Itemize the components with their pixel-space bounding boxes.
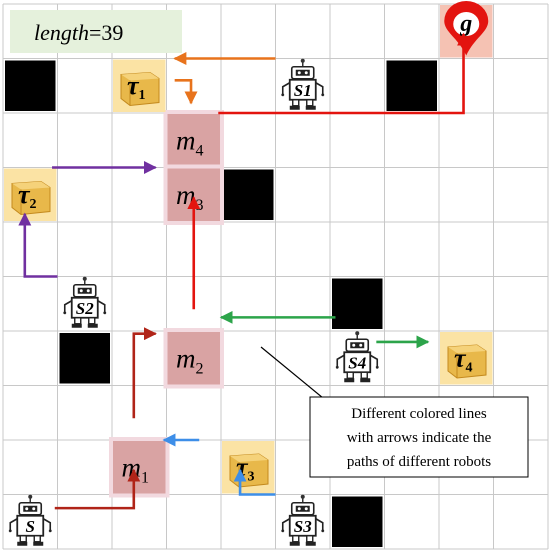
callout-line-3: paths of different robots <box>347 454 491 470</box>
robot-label-S: S <box>26 517 35 536</box>
robot-icon-S4 <box>335 331 379 383</box>
goal-label: g <box>459 11 472 37</box>
waypoint-label-m4: m4 <box>176 125 204 159</box>
callout-box <box>309 396 529 478</box>
waypoint-label-m2: m2 <box>176 343 204 377</box>
waypoint-cell-m4 <box>167 114 220 167</box>
task-label-tau2: τ2 <box>18 180 37 212</box>
map-pin-icon <box>444 1 489 56</box>
obstacle-cell <box>5 60 56 111</box>
obstacle-cell <box>332 278 383 329</box>
path-S1-orange <box>174 79 198 105</box>
obstacle-cell <box>223 169 274 220</box>
robot-icon-S2 <box>63 276 107 328</box>
robot-label-S2: S2 <box>76 299 94 318</box>
path-S-darkred <box>54 468 141 510</box>
svg-text:length=39: length=39 <box>34 20 123 45</box>
callout-line-1: Different colored lines <box>351 406 487 422</box>
package-box-icon <box>11 180 51 216</box>
waypoint-cell-m1 <box>113 441 166 494</box>
path-S2-purple <box>18 212 58 278</box>
path-S-darkred <box>132 327 157 419</box>
robot-paths <box>18 32 471 510</box>
robot-icon-S <box>8 494 52 546</box>
callout-line-2: with arrows indicate the <box>347 430 492 446</box>
robot-icon-S1 <box>281 58 325 110</box>
task-label-tau1: τ1 <box>127 71 146 103</box>
obstacle-cell <box>386 60 437 111</box>
length-value: =39 <box>89 20 123 45</box>
package-box-icon <box>447 344 487 379</box>
obstacle-cell <box>332 496 383 547</box>
length-name: length <box>34 20 89 45</box>
waypoint-cell-m2 <box>167 332 220 385</box>
task-label-tau4: τ4 <box>454 343 473 375</box>
robot-label-S1: S1 <box>294 81 312 100</box>
robot-label-S3: S3 <box>294 517 312 536</box>
path-S-red <box>218 32 471 115</box>
length-label: length=39 <box>10 10 182 53</box>
obstacle-cell <box>59 333 110 384</box>
callout: Different colored lines with arrows indi… <box>260 346 529 478</box>
package-box-icon <box>120 71 160 107</box>
robot-icon-S3 <box>281 494 325 546</box>
robot-label-S4: S4 <box>348 353 366 372</box>
path-S3-blue <box>233 468 276 496</box>
